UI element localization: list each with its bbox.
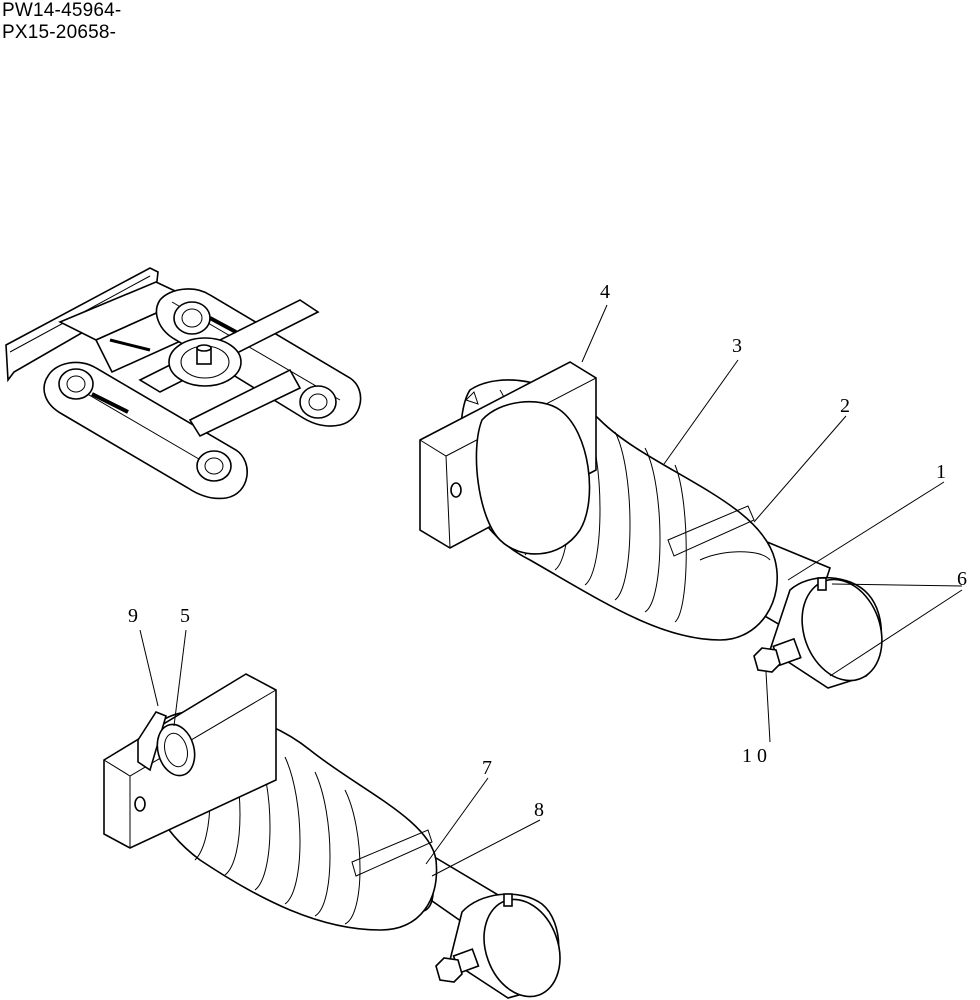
callout-9: 9 xyxy=(128,605,138,627)
callout-1: 1 xyxy=(936,461,946,483)
callout-8: 8 xyxy=(534,799,544,821)
callout-5: 5 xyxy=(180,605,190,627)
tension-spring-assembly-lower xyxy=(103,673,561,999)
callout-labels: 1 2 3 4 5 6 7 8 9 1 0 xyxy=(128,281,967,821)
leader-lines xyxy=(139,304,963,877)
undercarriage-overview-illustration xyxy=(5,267,362,500)
serial-number-line-2: PX15-20658- xyxy=(2,22,117,43)
callout-4: 4 xyxy=(600,281,610,303)
callout-6: 6 xyxy=(957,568,967,590)
callout-2: 2 xyxy=(840,395,850,417)
serial-number-line-1: PW14-45964- xyxy=(2,0,122,21)
callout-7: 7 xyxy=(482,757,492,779)
callout-3: 3 xyxy=(732,335,742,357)
tension-spring-assembly-upper xyxy=(419,361,883,689)
callout-10: 1 0 xyxy=(742,745,767,767)
